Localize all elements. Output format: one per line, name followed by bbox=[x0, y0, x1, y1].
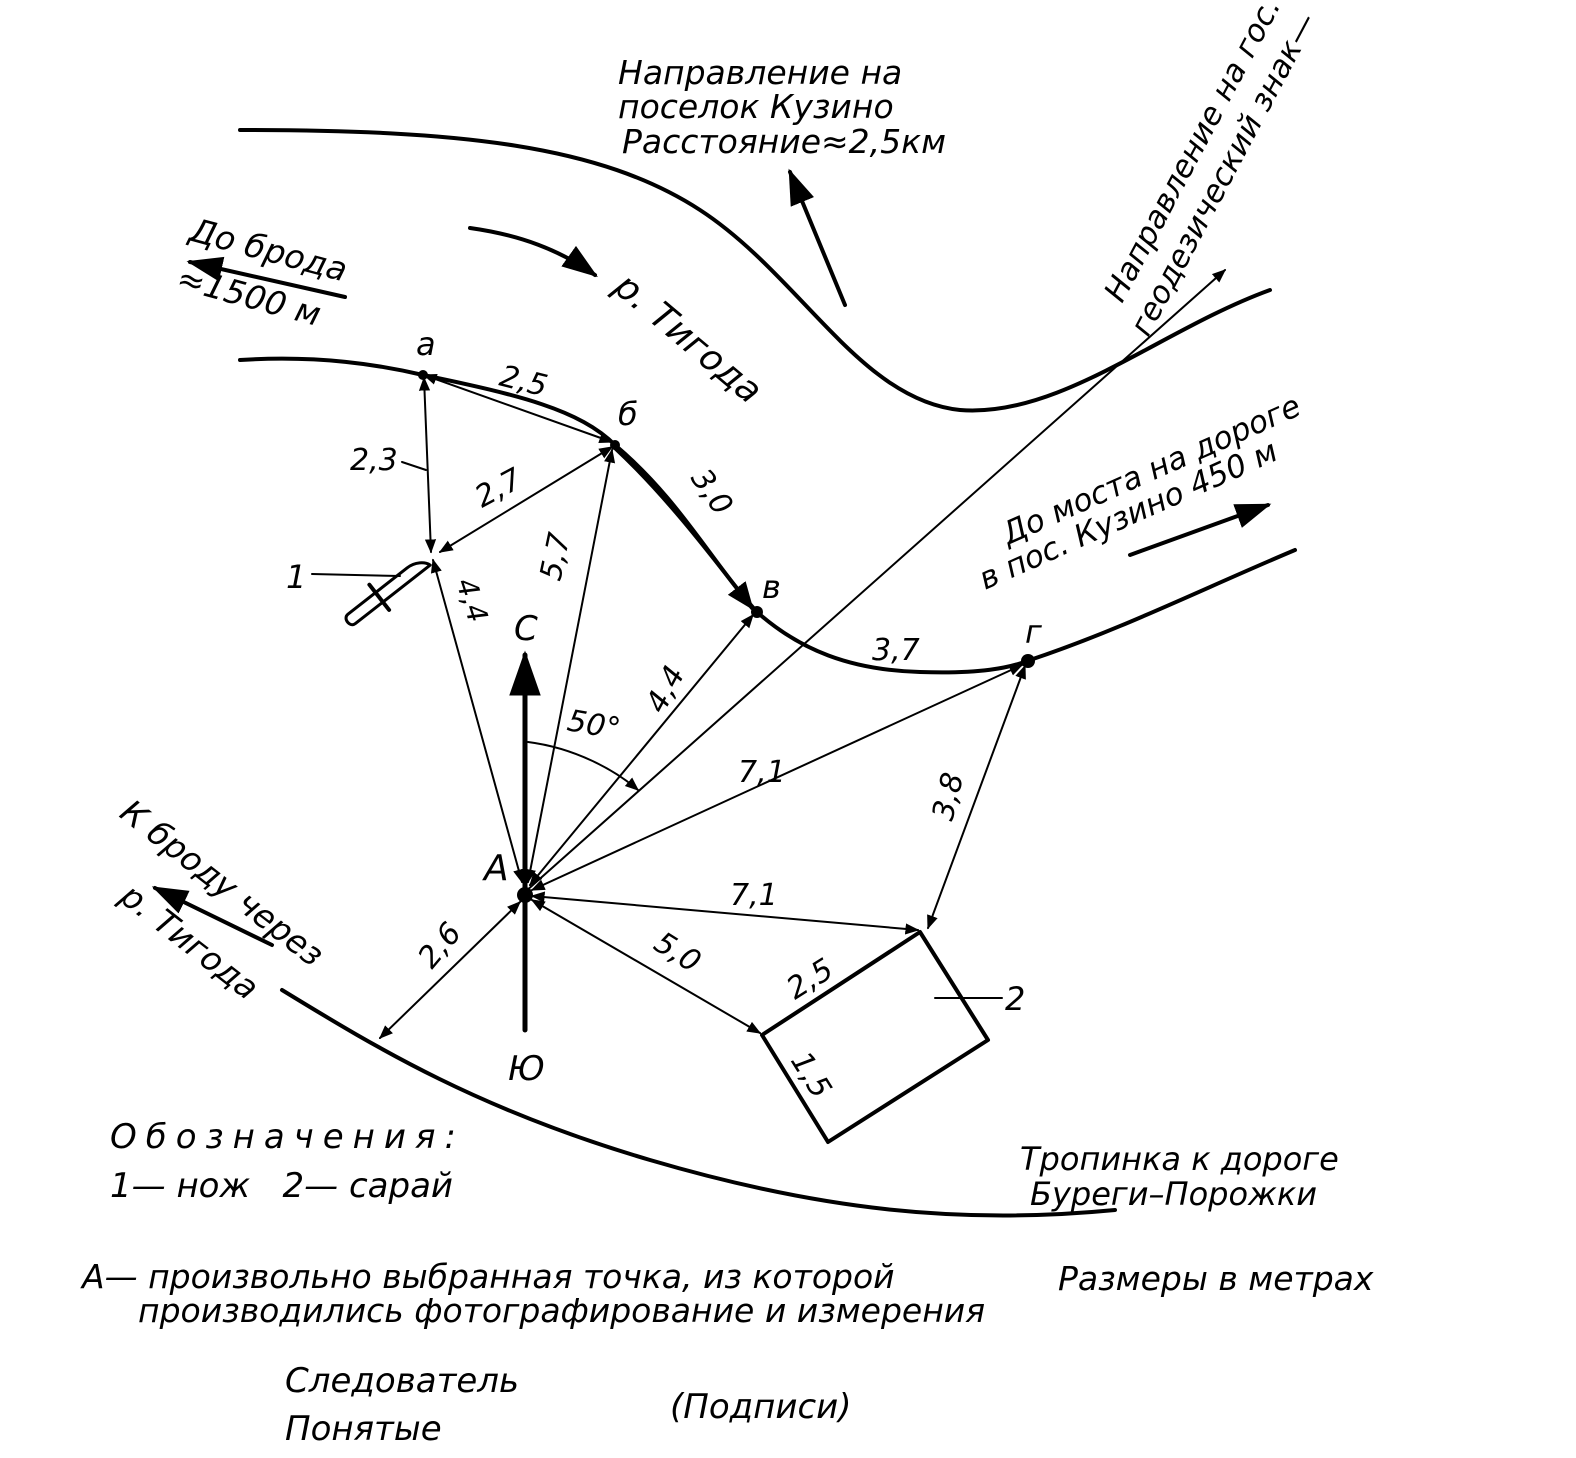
note-line-2: производились фотографирование и измерен… bbox=[138, 1291, 985, 1330]
line-g-shed bbox=[927, 664, 1026, 930]
ford-river-arrow bbox=[151, 886, 274, 947]
note-line-1: А— произвольно выбранная точка, из котор… bbox=[80, 1257, 895, 1296]
geodesic-direction-line bbox=[524, 269, 1227, 893]
angle-arc bbox=[527, 741, 640, 791]
measure-shed-short: 1,5 bbox=[783, 1046, 838, 1105]
point-b-label: б bbox=[618, 395, 638, 433]
signatures-label: (Подписи) bbox=[670, 1387, 852, 1427]
legend-items: 1— нож 2— сарай bbox=[110, 1166, 453, 1206]
measure-A-shed: 7,1 bbox=[730, 878, 778, 913]
path-label-1: Тропинка к дороге bbox=[1020, 1140, 1339, 1178]
measure-b-1: 2,7 bbox=[469, 462, 528, 515]
point-A-label: А bbox=[482, 848, 509, 889]
kuzino-direction-line-1: Направление на bbox=[618, 53, 902, 92]
measure-A-bank: 2,6 bbox=[411, 916, 468, 975]
line-b-1 bbox=[438, 446, 614, 553]
point-v bbox=[751, 606, 763, 618]
legend-title: Обозначения: bbox=[110, 1117, 465, 1157]
measure-b-A: 5,7 bbox=[534, 530, 578, 584]
shed bbox=[760, 930, 990, 1144]
point-g bbox=[1021, 654, 1035, 668]
measure-a-b: 2,5 bbox=[496, 359, 551, 405]
bridge-direction-arrow bbox=[1128, 503, 1272, 557]
measure-g-shed: 3,8 bbox=[926, 769, 972, 824]
path-label-2: Буреги–Порожки bbox=[1030, 1175, 1317, 1213]
point-a-label: а bbox=[416, 325, 436, 363]
south-label: Ю bbox=[508, 1049, 545, 1089]
line-A-bank bbox=[378, 901, 522, 1039]
units-note: Размеры в метрах bbox=[1058, 1259, 1374, 1298]
river-far-bank bbox=[238, 128, 1272, 413]
shed-number: 2 bbox=[1005, 980, 1025, 1018]
knife-number: 1 bbox=[286, 558, 306, 596]
measure-v-g: 3,7 bbox=[872, 633, 920, 668]
leader-a-1 bbox=[401, 461, 427, 471]
knife-icon bbox=[344, 561, 432, 627]
kuzino-direction-line-2: поселок Кузино bbox=[618, 87, 894, 126]
measure-b-v: 3,0 bbox=[683, 463, 739, 522]
point-A bbox=[517, 887, 533, 903]
river-near-bank bbox=[238, 356, 617, 447]
measure-v-A: 4,4 bbox=[639, 660, 692, 719]
investigator-label: Следователь bbox=[285, 1361, 519, 1401]
line-a-b bbox=[422, 373, 614, 444]
kuzino-distance: Расстояние≈2,5км bbox=[622, 122, 946, 161]
kuzino-direction-arrow bbox=[788, 168, 847, 307]
measure-a-1: 2,3 bbox=[350, 443, 398, 478]
north-label: С bbox=[514, 609, 538, 649]
river-name: р. Тигода bbox=[605, 265, 769, 412]
ford-direction-arrow bbox=[186, 256, 347, 299]
path-b-v bbox=[613, 446, 754, 611]
line-A-shed-corner bbox=[530, 899, 762, 1034]
point-g-label: г bbox=[1025, 613, 1042, 651]
measure-g-A: 7,1 bbox=[738, 755, 786, 790]
line-a-1 bbox=[418, 376, 437, 554]
measure-1-A: 4,4 bbox=[449, 574, 494, 627]
line-A-shed bbox=[530, 891, 920, 935]
footpath bbox=[280, 988, 1117, 1218]
point-b bbox=[610, 440, 620, 450]
measurement-lines bbox=[311, 373, 1026, 1039]
leader-knife bbox=[311, 573, 401, 577]
river-flow-arrow bbox=[468, 226, 598, 278]
line-1-A bbox=[430, 558, 525, 884]
point-a bbox=[418, 370, 428, 380]
witnesses-label: Понятые bbox=[285, 1409, 442, 1449]
line-b-A bbox=[524, 448, 616, 884]
point-v-label: в bbox=[762, 568, 781, 606]
angle-label: 50° bbox=[565, 703, 623, 747]
measure-shed-long: 2,5 bbox=[781, 952, 840, 1007]
